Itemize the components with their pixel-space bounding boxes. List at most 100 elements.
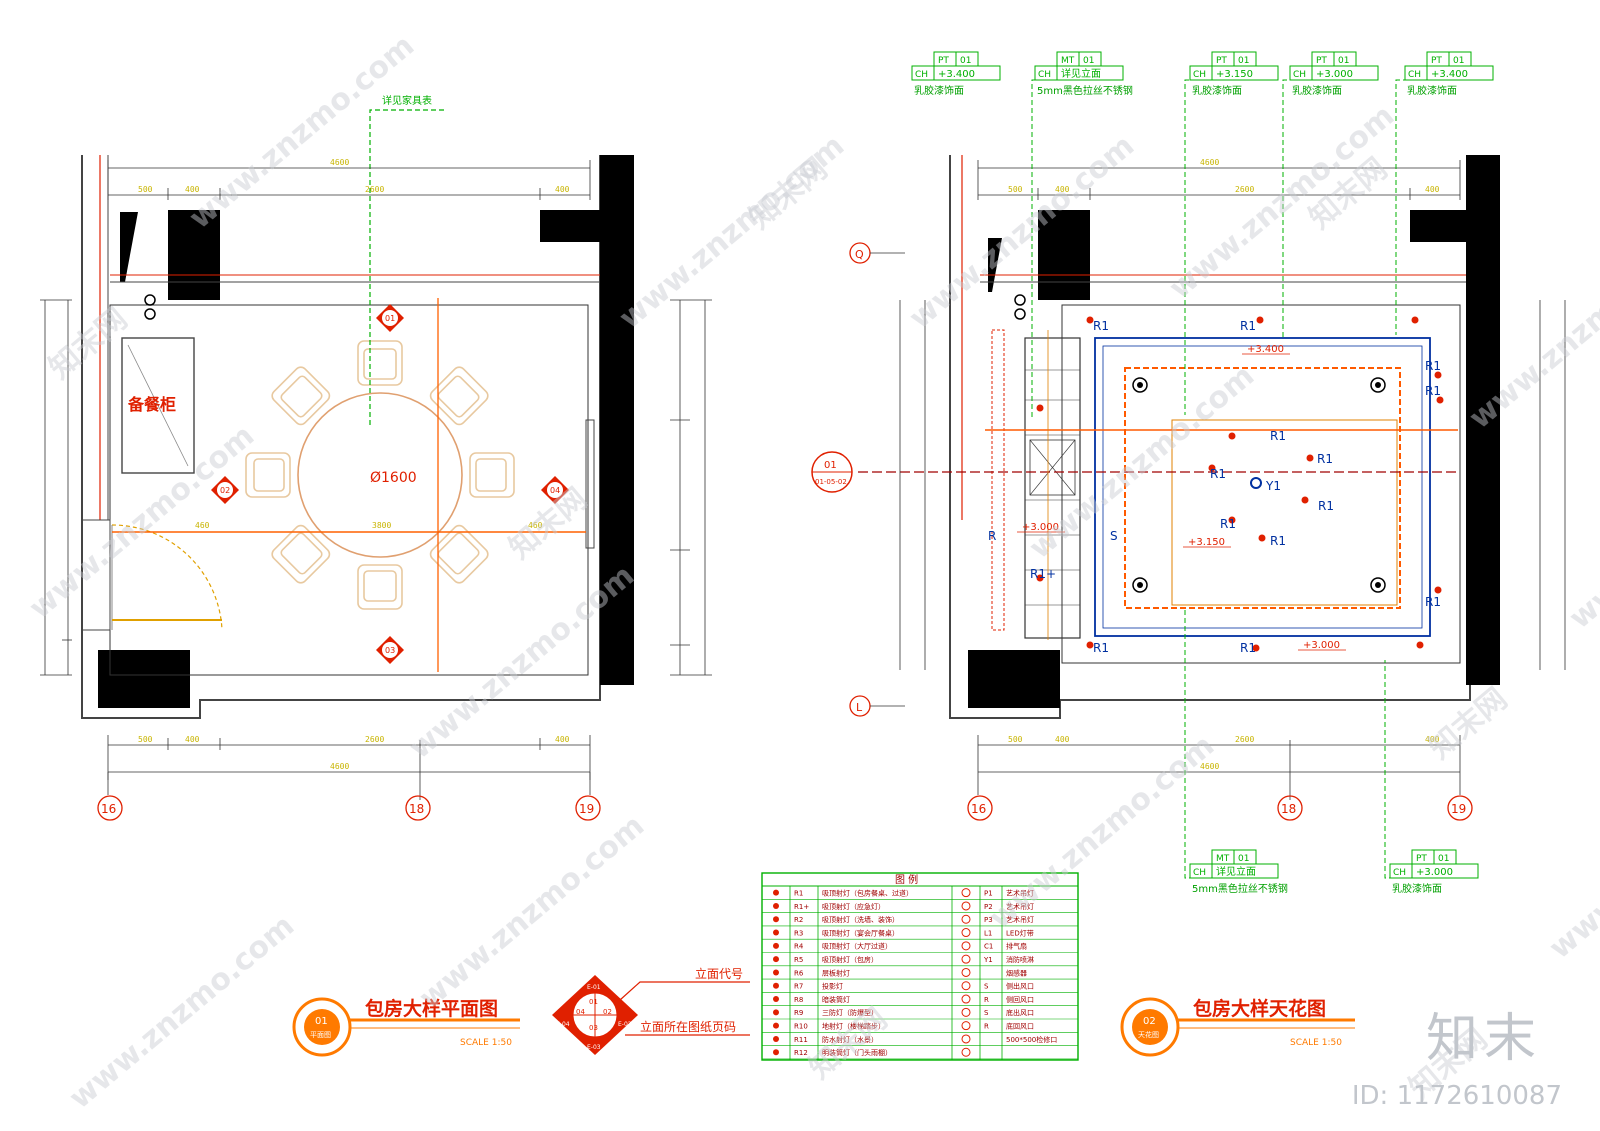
svg-text:4600: 4600 xyxy=(1200,762,1219,771)
svg-text:R1: R1 xyxy=(1425,595,1441,609)
svg-text:天花图: 天花图 xyxy=(1138,1030,1159,1039)
image-id: ID: 1172610087 xyxy=(1351,1081,1562,1111)
downlight xyxy=(1306,454,1314,462)
svg-text:艺术吊灯: 艺术吊灯 xyxy=(1006,915,1034,924)
svg-text:吸顶射灯（大厅过道）: 吸顶射灯（大厅过道） xyxy=(822,942,892,951)
svg-text:500*500检修口: 500*500检修口 xyxy=(1006,1035,1057,1044)
ceiling-cabinet xyxy=(1024,337,1081,639)
svg-text:02: 02 xyxy=(220,486,230,495)
svg-text:R12: R12 xyxy=(794,1049,808,1057)
downlight xyxy=(1036,574,1044,582)
svg-text:400: 400 xyxy=(555,185,570,194)
svg-text:+3.400: +3.400 xyxy=(1247,344,1284,355)
svg-text:PT: PT xyxy=(1431,56,1442,66)
plan-dims-top xyxy=(107,160,591,200)
floor-plan: 备餐柜 Ø1600 460 3800 460 01 02 04 03 xyxy=(40,94,712,821)
chair xyxy=(357,564,403,610)
svg-text:SCALE 1:50: SCALE 1:50 xyxy=(1290,1038,1342,1048)
table-diameter-label: Ø1600 xyxy=(370,470,417,486)
svg-text:4600: 4600 xyxy=(330,158,349,167)
plan-east-wall xyxy=(600,155,634,685)
svg-text:CH: CH xyxy=(1193,868,1206,878)
downlight xyxy=(1434,586,1442,594)
svg-text:400: 400 xyxy=(1425,735,1440,744)
watermark-text: www.znzmo.com xyxy=(1023,358,1261,566)
svg-text:R10: R10 xyxy=(794,1023,808,1031)
svg-text:Q: Q xyxy=(855,248,864,261)
svg-text:R1: R1 xyxy=(1210,467,1226,481)
watermark-text: www.znzmo.com xyxy=(1543,758,1600,966)
svg-text:R7: R7 xyxy=(794,983,803,991)
watermark-text: www.znzmo.com xyxy=(23,418,261,626)
svg-text:Y1: Y1 xyxy=(983,956,993,964)
section-marker: 01 01-05-02 xyxy=(811,451,853,493)
svg-text:乳胶漆饰面: 乳胶漆饰面 xyxy=(914,84,964,97)
svg-text:02: 02 xyxy=(1143,1016,1156,1027)
svg-text:P2: P2 xyxy=(984,903,993,911)
svg-text:L: L xyxy=(856,701,863,714)
svg-text:2600: 2600 xyxy=(1235,735,1254,744)
plan-grid-16: 16 xyxy=(97,795,123,821)
svg-text:吸顶射灯（洗墙、装饰）: 吸顶射灯（洗墙、装饰） xyxy=(822,915,899,924)
svg-text:R1: R1 xyxy=(1318,499,1334,513)
ceiling-grid-q: Q xyxy=(849,242,905,264)
svg-text:400: 400 xyxy=(185,185,200,194)
svg-text:SCALE 1:50: SCALE 1:50 xyxy=(460,1038,512,1048)
svg-text:R: R xyxy=(984,1023,989,1031)
ceiling-grid-19: 19 xyxy=(1447,795,1473,821)
svg-text:C1: C1 xyxy=(984,943,993,951)
svg-text:S: S xyxy=(984,983,989,991)
svg-text:01: 01 xyxy=(1238,56,1249,66)
svg-text:烟感器: 烟感器 xyxy=(1006,968,1027,977)
svg-text:500: 500 xyxy=(138,185,153,194)
svg-text:吸顶射灯（应急灯）: 吸顶射灯（应急灯） xyxy=(822,902,885,911)
svg-text:01: 01 xyxy=(1083,56,1094,66)
svg-text:R1: R1 xyxy=(1093,641,1109,655)
ceiling-plan: R1 R1 R1 R1 R1 R1 R1 R1 R1 R1 R1 R1 R1 R… xyxy=(811,51,1566,895)
svg-text:R6: R6 xyxy=(794,969,804,977)
plan-grid-18: 18 xyxy=(405,795,431,821)
ceiling-led-strip xyxy=(1124,367,1401,609)
ceiling-outer-frame xyxy=(1094,337,1431,637)
svg-text:层板射灯: 层板射灯 xyxy=(822,968,850,977)
svg-text:R: R xyxy=(988,529,996,543)
ceiling-grid-l: L xyxy=(849,695,905,717)
svg-text:R1: R1 xyxy=(1240,319,1256,333)
sprinkler xyxy=(1250,477,1262,489)
svg-text:01: 01 xyxy=(385,314,395,323)
downlight xyxy=(1434,371,1442,379)
plan-dims-bottom xyxy=(107,735,591,800)
chair xyxy=(357,340,403,386)
downlight xyxy=(1301,496,1309,504)
svg-text:+3.400: +3.400 xyxy=(938,69,975,80)
svg-text:吸顶射灯（包房）: 吸顶射灯（包房） xyxy=(822,955,878,964)
svg-text:S: S xyxy=(984,1009,989,1017)
ceiling-grid-18: 18 xyxy=(1277,795,1303,821)
smoke-detector xyxy=(1370,577,1386,593)
svg-text:19: 19 xyxy=(1451,802,1466,816)
svg-text:明装筒灯（门头雨棚）: 明装筒灯（门头雨棚） xyxy=(822,1048,892,1057)
svg-text:04: 04 xyxy=(576,1008,585,1016)
svg-text:L1: L1 xyxy=(984,929,992,937)
svg-text:R1: R1 xyxy=(1425,359,1441,373)
svg-text:03: 03 xyxy=(589,1024,598,1032)
svg-text:R8: R8 xyxy=(794,996,803,1004)
key-code-label: 立面代号 xyxy=(695,966,743,981)
svg-text:2600: 2600 xyxy=(365,185,384,194)
svg-text:PT: PT xyxy=(1416,854,1427,864)
ceiling-light-labels: R1 R1 R1 R1 R1 R1 R1 R1 R1 R1 R1 R1 R1 R… xyxy=(988,319,1441,655)
downlight xyxy=(1228,432,1236,440)
svg-text:S: S xyxy=(1110,529,1118,543)
svg-text:E-03: E-03 xyxy=(587,1044,601,1051)
downlight xyxy=(1436,396,1444,404)
watermark-text: www.znzmo.com xyxy=(1563,428,1600,636)
svg-text:Y1: Y1 xyxy=(1265,479,1281,493)
svg-text:19: 19 xyxy=(579,802,594,816)
svg-text:18: 18 xyxy=(1281,802,1296,816)
svg-text:3800: 3800 xyxy=(372,521,391,530)
chair xyxy=(429,524,489,584)
svg-text:400: 400 xyxy=(185,735,200,744)
